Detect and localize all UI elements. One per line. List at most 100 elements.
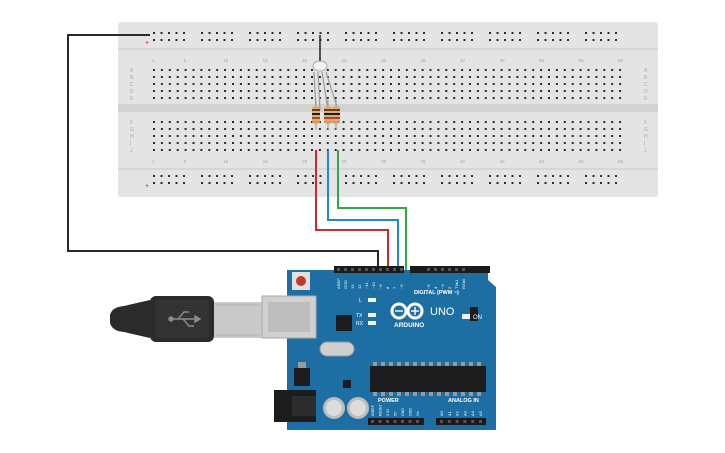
rail-hole[interactable] [552,32,554,34]
rail-hole[interactable] [208,32,211,34]
breadboard-hole[interactable] [318,90,321,92]
rail-hole[interactable] [552,175,554,177]
breadboard-hole[interactable] [192,121,195,123]
breadboard-hole[interactable] [287,69,290,71]
breadboard-hole[interactable] [334,149,337,151]
breadboard-hole[interactable] [311,135,313,137]
breadboard-hole[interactable] [421,121,424,123]
breadboard-hole[interactable] [271,90,274,92]
breadboard-hole[interactable] [445,97,448,99]
rail-hole[interactable] [489,182,491,184]
breadboard-hole[interactable] [200,76,203,78]
breadboard-hole[interactable] [390,90,392,92]
breadboard-hole[interactable] [413,90,416,92]
breadboard-hole[interactable] [279,121,282,123]
breadboard-hole[interactable] [484,97,487,99]
breadboard-hole[interactable] [469,90,471,92]
breadboard-hole[interactable] [595,69,598,71]
breadboard-hole[interactable] [366,121,369,123]
breadboard-hole[interactable] [516,83,519,85]
breadboard-hole[interactable] [563,128,566,130]
breadboard-hole[interactable] [445,135,448,137]
rail-hole[interactable] [559,175,562,177]
breadboard-hole[interactable] [334,83,337,85]
breadboard-hole[interactable] [603,121,606,123]
breadboard-hole[interactable] [326,69,329,71]
breadboard-hole[interactable] [255,83,258,85]
breadboard-hole[interactable] [192,149,195,151]
rail-hole[interactable] [175,32,178,34]
breadboard-hole[interactable] [445,128,448,130]
rail-hole[interactable] [345,32,347,34]
rail-hole[interactable] [160,39,163,41]
rail-hole[interactable] [423,39,425,41]
breadboard-hole[interactable] [532,121,535,123]
breadboard-hole[interactable] [287,97,290,99]
breadboard-hole[interactable] [524,135,527,137]
breadboard-hole[interactable] [453,90,456,92]
breadboard-hole[interactable] [350,121,353,123]
breadboard-hole[interactable] [232,142,234,144]
breadboard-hole[interactable] [247,128,250,130]
breadboard-hole[interactable] [413,69,416,71]
rail-hole[interactable] [408,39,410,41]
breadboard-hole[interactable] [587,149,590,151]
breadboard-hole[interactable] [216,142,219,144]
breadboard-hole[interactable] [208,121,211,123]
rail-hole[interactable] [183,32,185,34]
rail-hole[interactable] [201,39,203,41]
rail-hole[interactable] [400,32,403,34]
breadboard-hole[interactable] [397,149,400,151]
breadboard-hole[interactable] [224,142,227,144]
rail-hole[interactable] [544,182,547,184]
breadboard-hole[interactable] [358,149,361,151]
breadboard-hole[interactable] [192,83,195,85]
rail-hole[interactable] [441,175,443,177]
breadboard-hole[interactable] [421,97,424,99]
breadboard-hole[interactable] [508,149,511,151]
breadboard-hole[interactable] [405,90,408,92]
breadboard-hole[interactable] [208,97,211,99]
ground-wire[interactable] [67,34,379,270]
breadboard-hole[interactable] [247,135,250,137]
rail-hole[interactable] [592,39,595,41]
rail-hole[interactable] [345,39,347,41]
breadboard-hole[interactable] [208,142,211,144]
breadboard-hole[interactable] [563,142,566,144]
rail-hole[interactable] [393,182,395,184]
breadboard-hole[interactable] [208,149,211,151]
breadboard-hole[interactable] [405,149,408,151]
breadboard-hole[interactable] [342,121,345,123]
breadboard-hole[interactable] [366,76,369,78]
rail-hole[interactable] [168,32,170,34]
rail-hole[interactable] [537,175,539,177]
breadboard-hole[interactable] [295,128,298,130]
breadboard-hole[interactable] [184,76,187,78]
breadboard-hole[interactable] [192,128,195,130]
breadboard-hole[interactable] [611,90,614,92]
rail-hole[interactable] [441,182,443,184]
breadboard-hole[interactable] [492,121,495,123]
breadboard-hole[interactable] [603,97,606,99]
breadboard-hole[interactable] [295,97,298,99]
pin-socket[interactable] [471,420,475,423]
breadboard-hole[interactable] [263,135,266,137]
rail-hole[interactable] [585,39,587,41]
breadboard-hole[interactable] [350,90,353,92]
rail-hole[interactable] [607,175,610,177]
breadboard-hole[interactable] [429,135,432,137]
breadboard-hole[interactable] [437,69,440,71]
breadboard-hole[interactable] [350,135,353,137]
pin-socket[interactable] [440,420,443,423]
breadboard-hole[interactable] [500,69,503,71]
breadboard-hole[interactable] [184,142,187,144]
breadboard-hole[interactable] [437,142,440,144]
breadboard-hole[interactable] [153,97,155,99]
breadboard-hole[interactable] [563,76,566,78]
breadboard-hole[interactable] [350,76,353,78]
breadboard-hole[interactable] [350,128,353,130]
breadboard-hole[interactable] [421,142,424,144]
rail-hole[interactable] [153,175,155,177]
breadboard-hole[interactable] [508,142,511,144]
breadboard-hole[interactable] [579,69,582,71]
